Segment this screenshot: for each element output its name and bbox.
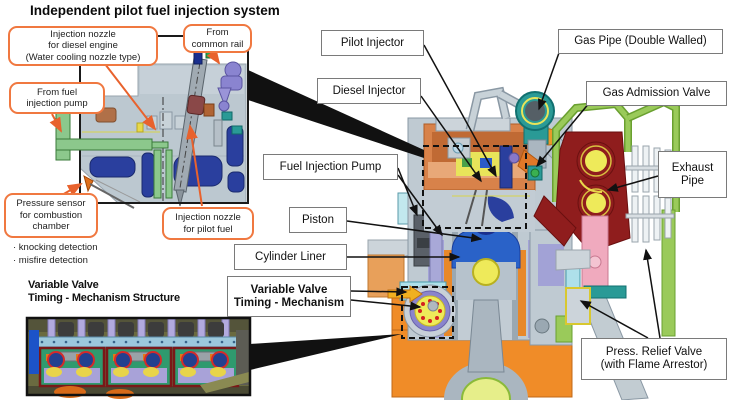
label-text: Timing - Mechanism	[233, 296, 345, 309]
vvt-structure-photo	[25, 316, 252, 399]
callout-line: (Water cooling nozzle type)	[25, 51, 141, 63]
pointer-arrows	[346, 44, 661, 339]
label-text: Pipe	[680, 174, 705, 187]
vvt-photo-module	[105, 346, 173, 388]
label-text: Pilot Injector	[340, 36, 405, 49]
label-fuel-injection-pump: Fuel Injection Pump	[263, 154, 398, 180]
callout-line: From	[206, 27, 229, 39]
label-text: Diesel Injector	[332, 84, 406, 97]
label-exhaust-pipe: Exhaust Pipe	[658, 151, 727, 198]
label-diesel-injector: Diesel Injector	[317, 78, 421, 104]
note-misfire: · misfire detection	[13, 255, 88, 267]
callout-wedge-photo	[250, 334, 402, 370]
note-knocking: · knocking detection	[13, 242, 98, 253]
vvt-photo-module	[38, 346, 106, 388]
callout-from-common-rail: From common rail	[183, 24, 252, 53]
callout-line: common rail	[191, 38, 244, 50]
label-press-relief-valve: Press. Relief Valve (with Flame Arrestor…	[581, 338, 727, 380]
label-vvt-mechanism: Variable Valve Timing - Mechanism	[227, 276, 351, 317]
vvt-photo-module	[172, 346, 240, 388]
callout-injection-nozzle-pilot: Injection nozzle for pilot fuel	[162, 207, 254, 240]
callout-line: Pressure sensor	[16, 198, 86, 210]
callout-line: Injection nozzle	[50, 28, 116, 40]
callout-line: From fuel	[36, 86, 78, 98]
label-text: Exhaust	[671, 161, 714, 174]
callout-line: for pilot fuel	[183, 223, 233, 235]
vvt-heading-line: Timing - Mechanism Structure	[28, 291, 180, 304]
label-text: Gas Admission Valve	[602, 87, 711, 100]
label-text: Piston	[302, 213, 334, 226]
callout-line: for combustion	[19, 209, 83, 221]
label-text: Gas Pipe (Double Walled)	[574, 35, 707, 48]
callout-line: for diesel engine	[48, 40, 118, 52]
callout-injection-nozzle-diesel: Injection nozzle for diesel engine (Wate…	[8, 26, 158, 66]
label-cylinder-liner: Cylinder Liner	[234, 244, 347, 270]
callout-line: injection pump	[26, 98, 88, 109]
label-piston: Piston	[289, 207, 347, 233]
callout-wedge-inset	[248, 70, 424, 158]
label-text: Variable Valve	[250, 283, 328, 296]
dashed-region-injectors	[422, 145, 527, 229]
label-text: Press. Relief Valve	[605, 346, 703, 359]
vvt-structure-heading: Variable Valve Timing - Mechanism Struct…	[28, 279, 180, 305]
label-gas-admission-valve: Gas Admission Valve	[586, 81, 727, 106]
label-text: (with Flame Arrestor)	[600, 359, 708, 371]
callout-line: Injection nozzle	[175, 212, 241, 224]
sensor-notes: · knocking detection · misfire detection	[13, 241, 98, 268]
label-gas-pipe: Gas Pipe (Double Walled)	[558, 29, 723, 54]
label-text: Cylinder Liner	[255, 250, 326, 263]
callout-line: chamber	[32, 221, 70, 233]
callout-pressure-sensor: Pressure sensor for combustion chamber	[4, 193, 98, 238]
label-pilot-injector: Pilot Injector	[321, 30, 424, 56]
label-text: Fuel Injection Pump	[279, 160, 382, 173]
page-title: Independent pilot fuel injection system	[30, 3, 280, 18]
vvt-heading-line: Variable Valve	[28, 279, 99, 291]
dashed-region-vvt	[401, 286, 454, 339]
callout-from-fuel-injection-pump: From fuel injection pump	[9, 82, 105, 114]
